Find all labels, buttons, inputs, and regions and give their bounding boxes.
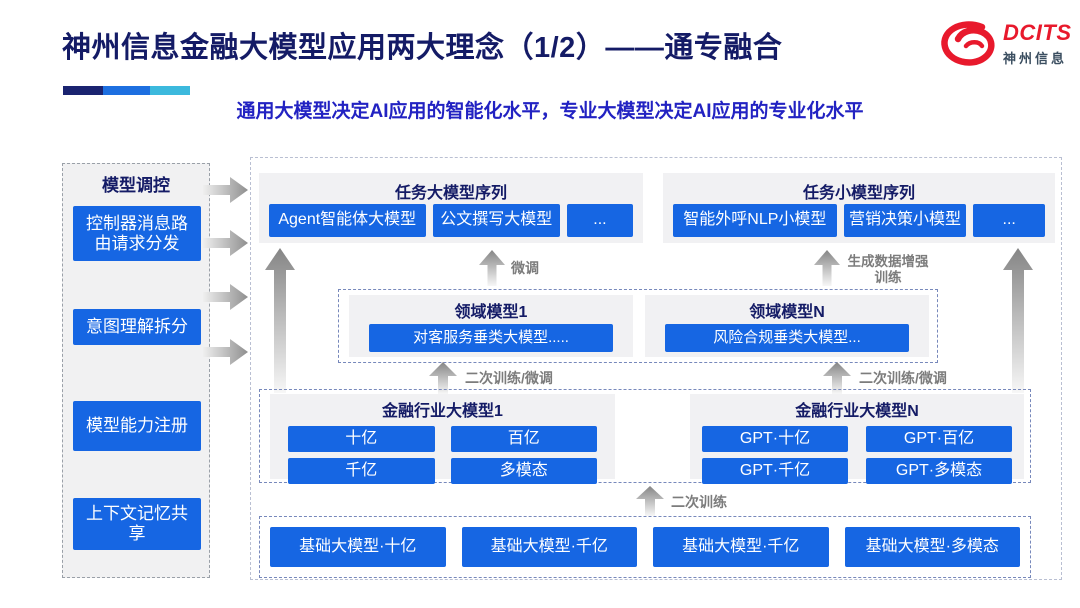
bar-segment-cyan	[150, 86, 190, 95]
box-multimodal: 多模态	[450, 458, 597, 484]
box-base-model-hundred-billion-2: 基础大模型·千亿	[653, 527, 829, 567]
label-finetune: 微调	[511, 260, 539, 276]
box-document-writing-model: 公文撰写大模型	[432, 204, 560, 237]
panel-industry-model-1: 金融行业大模型1 十亿 百亿 千亿 多模态	[270, 394, 615, 484]
logo-brand-text: DCITS	[1003, 19, 1072, 45]
arrow-up-icon	[429, 362, 457, 394]
page-subtitle: 通用大模型决定AI应用的智能化水平，专业大模型决定AI应用的专业化水平	[236, 101, 864, 122]
sidebar-item-intent-split: 意图理解拆分	[73, 309, 201, 345]
arrow-up-icon	[265, 248, 295, 393]
arrow-right-icon	[203, 338, 249, 366]
base-models-box: 基础大模型·十亿 基础大模型·千亿 基础大模型·千亿 基础大模型·多模态	[259, 516, 1031, 578]
arrow-up-icon	[814, 250, 840, 286]
arrow-right-icon	[203, 176, 249, 204]
box-base-model-multimodal: 基础大模型·多模态	[844, 527, 1020, 567]
sidebar-model-control: 模型调控 控制器消息路由请求分发 意图理解拆分 模型能力注册 上下文记忆共享	[62, 163, 210, 578]
box-agent-large-model: Agent智能体大模型	[269, 204, 426, 237]
arrow-right-icon	[203, 283, 249, 311]
panel-title: 金融行业大模型1	[382, 403, 503, 420]
industry-models-box: 金融行业大模型1 十亿 百亿 千亿 多模态 金融行业大模型N GPT·十亿 GP…	[259, 389, 1031, 484]
label-augment-training: 生成数据增强训练	[847, 254, 929, 286]
sidebar-item-context-memory: 上下文记忆共享	[73, 498, 201, 550]
bar-segment-navy	[63, 86, 103, 95]
panel-title: 领域模型N	[749, 304, 825, 321]
panel-title: 任务大模型序列	[394, 185, 507, 202]
box-customer-service-model: 对客服务垂类大模型.....	[369, 324, 613, 352]
arrow-up-icon	[479, 250, 505, 286]
box-marketing-decision-model: 营销决策小模型	[843, 204, 967, 237]
label-retrain: 二次训练	[671, 494, 727, 510]
box-outbound-nlp-model: 智能外呼NLP小模型	[673, 204, 837, 237]
logo-brand-cn-text: 神州信息	[1003, 50, 1068, 66]
box-gpt-hundred-billion: GPT·千亿	[702, 458, 848, 484]
panel-task-large-series: 任务大模型序列 Agent智能体大模型 公文撰写大模型 ...	[259, 173, 643, 243]
box-risk-compliance-model: 风险合规垂类大模型...	[665, 324, 909, 352]
box-more-models: ...	[973, 204, 1045, 237]
panel-domain-model-n: 领域模型N 风险合规垂类大模型...	[645, 295, 929, 357]
sidebar-item-capability-register: 模型能力注册	[73, 401, 201, 451]
arrow-up-icon	[823, 362, 851, 394]
box-more-models: ...	[566, 204, 633, 237]
title-accent-bar	[63, 86, 190, 95]
sidebar-title: 模型调控	[102, 176, 170, 195]
label-retrain-finetune: 二次训练/微调	[465, 370, 553, 386]
panel-domain-model-1: 领域模型1 对客服务垂类大模型.....	[349, 295, 633, 357]
label-retrain-finetune: 二次训练/微调	[859, 370, 947, 386]
panel-title: 领域模型1	[454, 304, 528, 321]
arrow-up-icon	[636, 486, 664, 516]
main-diagram-canvas: 任务大模型序列 Agent智能体大模型 公文撰写大模型 ... 任务小模型序列 …	[250, 157, 1062, 580]
sidebar-item-message-routing: 控制器消息路由请求分发	[73, 206, 201, 261]
box-gpt-billion: GPT·十亿	[702, 426, 848, 452]
panel-title: 任务小模型序列	[802, 185, 915, 202]
panel-task-small-series: 任务小模型序列 智能外呼NLP小模型 营销决策小模型 ...	[663, 173, 1055, 243]
box-billion: 十亿	[288, 426, 435, 452]
box-base-model-billion: 基础大模型·十亿	[270, 527, 446, 567]
page-title: 神州信息金融大模型应用两大理念（1/2）——通专融合	[62, 32, 783, 64]
arrow-right-icon	[203, 229, 249, 257]
box-ten-billion: 百亿	[450, 426, 597, 452]
box-base-model-hundred-billion: 基础大模型·千亿	[461, 527, 637, 567]
box-gpt-multimodal: GPT·多模态	[866, 458, 1012, 484]
box-gpt-ten-billion: GPT·百亿	[866, 426, 1012, 452]
domain-models-box: 领域模型1 对客服务垂类大模型..... 领域模型N 风险合规垂类大模型...	[338, 289, 938, 363]
box-hundred-billion: 千亿	[288, 458, 435, 484]
bar-segment-blue	[103, 86, 150, 95]
panel-industry-model-n: 金融行业大模型N GPT·十亿 GPT·百亿 GPT·千亿 GPT·多模态	[690, 394, 1024, 484]
logo: DCITS 神州信息	[936, 18, 1072, 70]
arrow-up-icon	[1003, 248, 1033, 393]
panel-title: 金融行业大模型N	[795, 403, 919, 420]
dcits-swirl-icon	[936, 18, 1000, 70]
